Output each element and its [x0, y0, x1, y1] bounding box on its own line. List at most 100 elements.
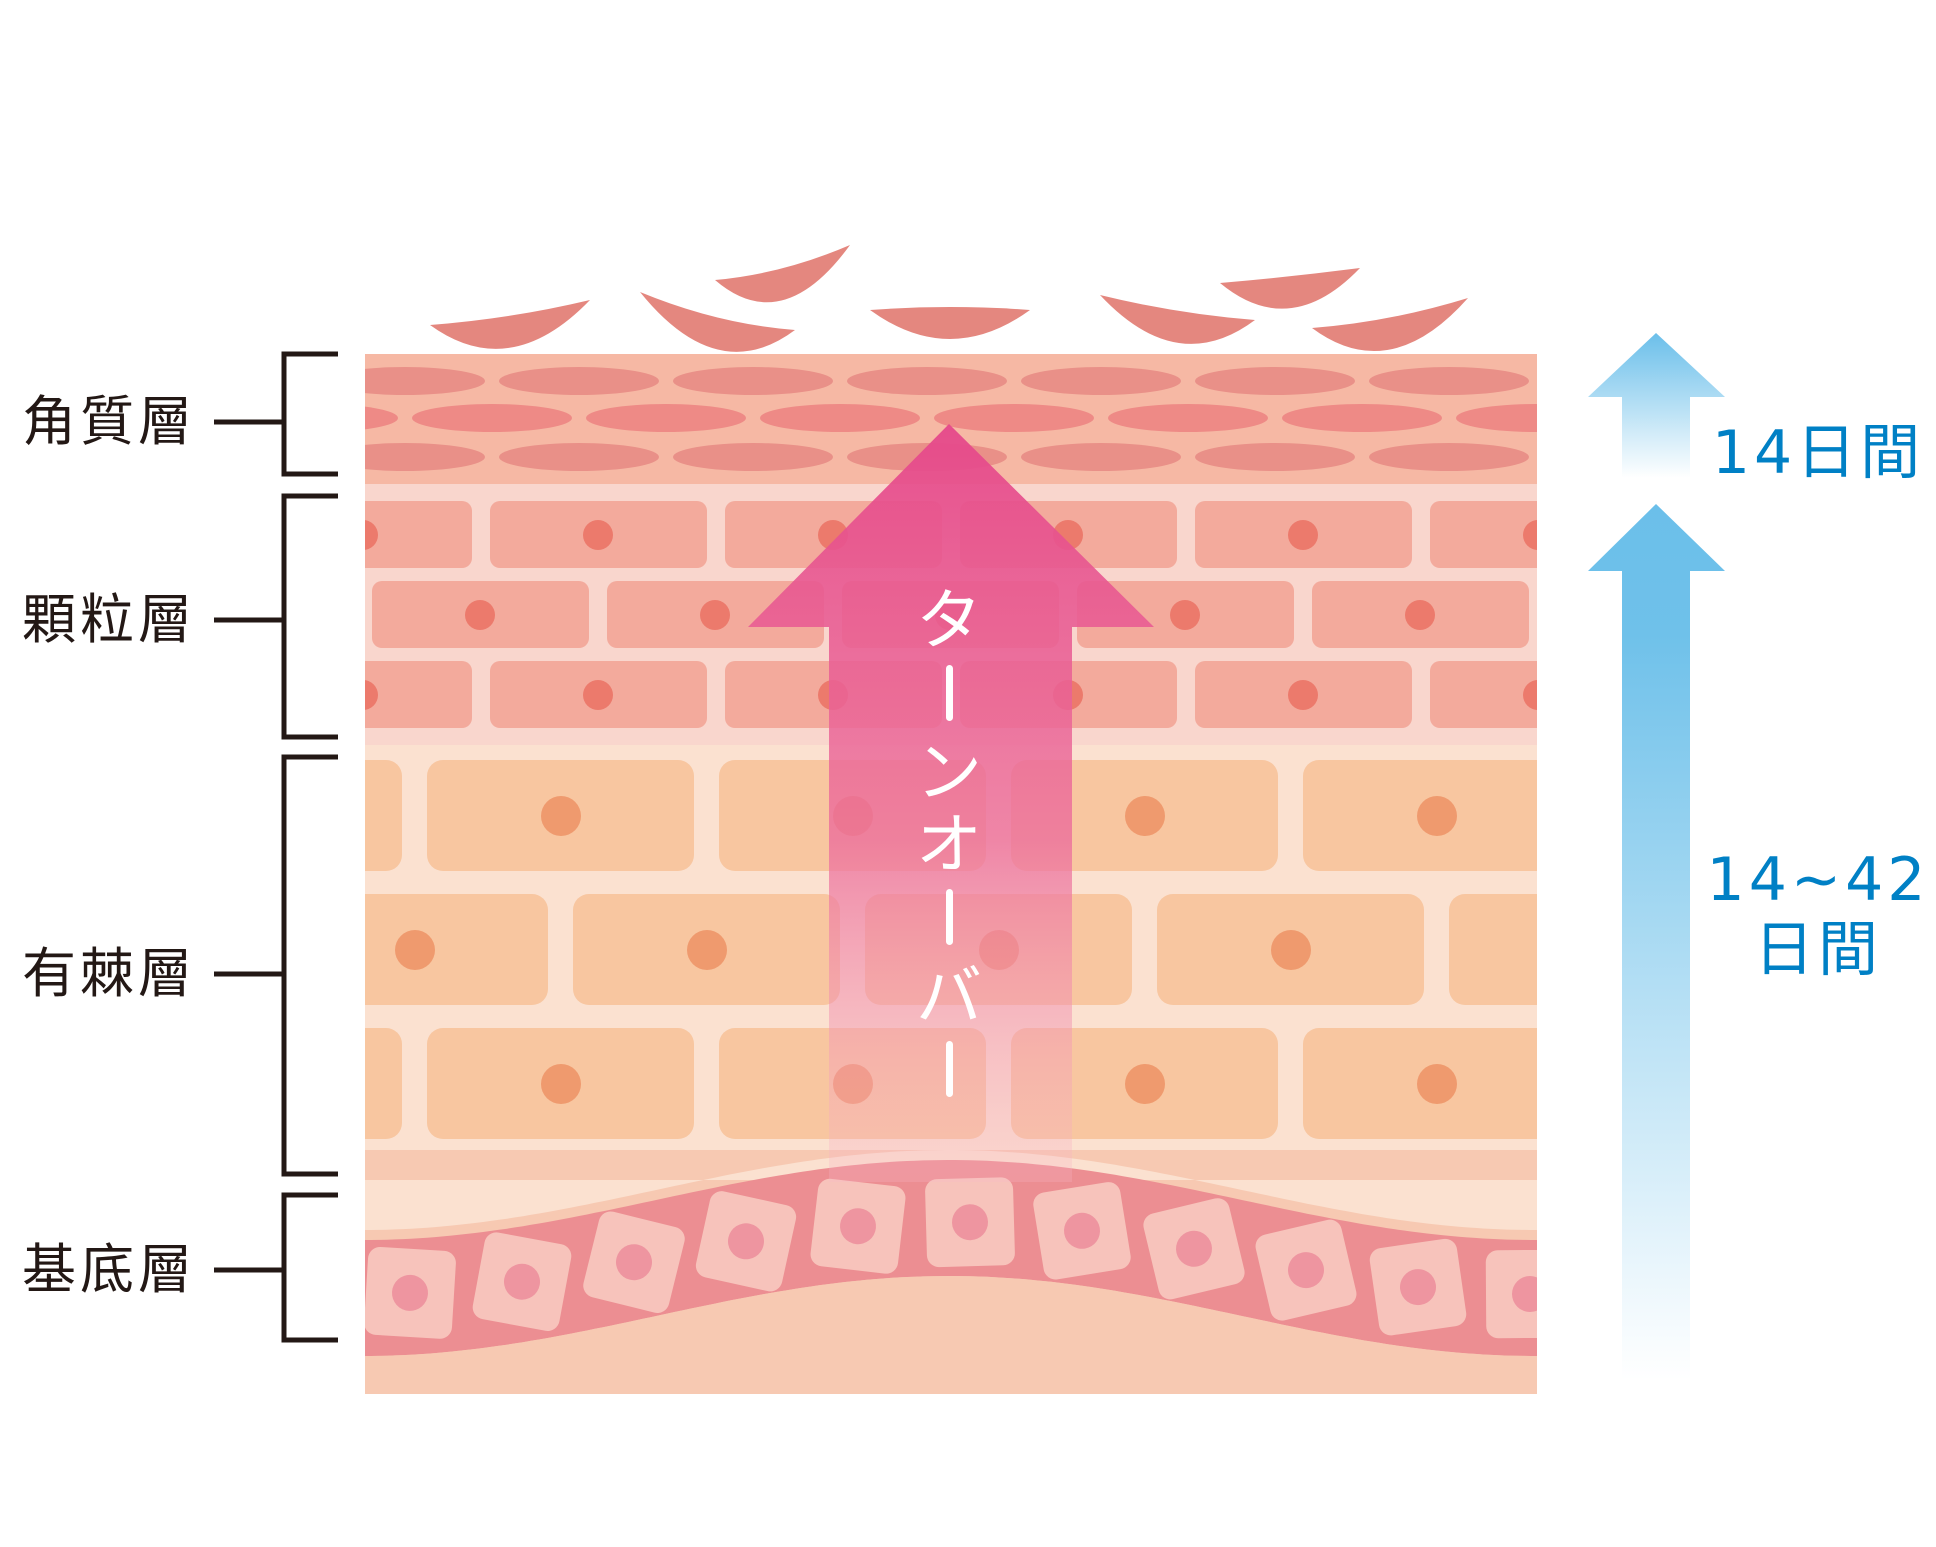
- layer-bracket: [214, 351, 338, 477]
- flake: [430, 300, 590, 349]
- spinous-cell: [1449, 894, 1537, 1005]
- corneum-cell: [1456, 404, 1537, 432]
- spinous-nucleus: [1563, 930, 1603, 970]
- spinous-nucleus: [541, 796, 581, 836]
- duration-lower-line1: 14~42: [1706, 845, 1930, 915]
- granular-nucleus: [1288, 680, 1318, 710]
- granular-nucleus: [230, 600, 260, 630]
- corneum-cell: [365, 367, 485, 395]
- flake: [715, 245, 850, 303]
- basal-nucleus: [616, 1244, 652, 1281]
- basal-nucleus: [504, 1263, 540, 1300]
- granular-nucleus: [465, 600, 495, 630]
- corneum-cell: [1282, 404, 1442, 432]
- layer-bracket: [214, 1192, 338, 1343]
- granular-nucleus: [700, 600, 730, 630]
- granular-nucleus: [1523, 680, 1537, 710]
- spinous-nucleus: [1271, 930, 1311, 970]
- corneum-cell: [1369, 367, 1529, 395]
- corneum-cell: [1108, 404, 1268, 432]
- corneum-cell: [934, 404, 1094, 432]
- corneum-cell: [847, 367, 1007, 395]
- granular-nucleus: [1405, 600, 1435, 630]
- basal-nucleus: [1288, 1252, 1324, 1289]
- duration-arrow-lower-layers: [1588, 504, 1725, 1380]
- granular-cell: [1430, 501, 1537, 568]
- turnover-arrow: [748, 424, 1154, 1182]
- flake: [870, 307, 1030, 339]
- corneum-cell: [760, 404, 920, 432]
- corneum-cell: [412, 404, 572, 432]
- spinous-nucleus: [1417, 1064, 1457, 1104]
- spinous-cell: [365, 760, 402, 871]
- granular-cell: [365, 661, 472, 728]
- basal-cell-group: [1485, 1249, 1537, 1339]
- granular-nucleus: [1170, 600, 1200, 630]
- spinous-cell: [365, 894, 548, 1005]
- basal-cell-group: [1033, 1182, 1131, 1280]
- corneum-cell: [1021, 367, 1181, 395]
- basal-cell-group: [1369, 1238, 1467, 1336]
- corneum-cell: [365, 406, 398, 430]
- shedding-flakes: [430, 245, 1468, 352]
- turnover-char: オ: [916, 806, 982, 883]
- corneum-cell: [586, 404, 746, 432]
- corneum-cell: [1021, 443, 1181, 471]
- granular-nucleus: [365, 520, 378, 550]
- layer-bracket: [214, 493, 338, 740]
- granular-nucleus: [1523, 520, 1537, 550]
- duration-lower-line2: 日間: [1754, 915, 1882, 985]
- spinous-nucleus: [687, 930, 727, 970]
- corneum-cell: [1369, 443, 1529, 471]
- basal-nucleus: [1176, 1230, 1212, 1267]
- basal-nucleus: [1512, 1276, 1537, 1312]
- basal-cell-group: [925, 1177, 1015, 1268]
- basal-nucleus: [840, 1208, 876, 1245]
- turnover-char: ン: [916, 734, 982, 811]
- spinous-cell: [365, 1028, 402, 1139]
- turnover-char-dash: [909, 1041, 989, 1113]
- flake: [1220, 268, 1360, 309]
- corneum-cell: [365, 443, 485, 471]
- granular-nucleus: [583, 680, 613, 710]
- granular-nucleus: [365, 680, 378, 710]
- corneum-cell: [1195, 367, 1355, 395]
- duration-arrow-corneum: [1588, 333, 1725, 478]
- duration-corneum: 14日間: [1711, 418, 1925, 488]
- granular-cell: [1430, 661, 1537, 728]
- turnover-char: タ: [916, 582, 982, 659]
- layer-bracket: [214, 754, 338, 1177]
- basal-nucleus: [392, 1274, 428, 1311]
- spinous-nucleus: [541, 1064, 581, 1104]
- flake: [1100, 295, 1255, 344]
- basal-cell-group: [810, 1178, 906, 1274]
- basal-nucleus: [1400, 1269, 1436, 1306]
- turnover-label: タ ン オ バ: [909, 585, 989, 1113]
- basal-cell-group: [695, 1191, 797, 1292]
- label-stratum-corneum: 角質層: [22, 390, 196, 453]
- basal-nucleus: [728, 1223, 764, 1260]
- granular-cell: [365, 501, 472, 568]
- corneum-cell: [673, 367, 833, 395]
- dermis: [365, 1276, 1537, 1394]
- turnover-char-dash: [909, 889, 989, 961]
- spinous-nucleus: [395, 930, 435, 970]
- flake: [1312, 298, 1468, 352]
- basal-cell-group: [472, 1232, 572, 1331]
- turnover-char-dash: [909, 665, 989, 737]
- basal-nucleus: [952, 1204, 988, 1241]
- corneum-cell: [499, 443, 659, 471]
- spinous-nucleus: [1417, 796, 1457, 836]
- spinous-nucleus: [1125, 796, 1165, 836]
- corneum-cell: [499, 367, 659, 395]
- basal-cell-group: [1143, 1198, 1245, 1300]
- turnover-char: バ: [916, 958, 982, 1035]
- basal-nucleus: [1064, 1212, 1100, 1249]
- spinous-nucleus: [1125, 1064, 1165, 1104]
- basal-cell-group: [365, 1247, 456, 1339]
- basal-cell-group: [583, 1211, 685, 1313]
- granular-nucleus: [1288, 520, 1318, 550]
- corneum-cell: [1195, 443, 1355, 471]
- granular-nucleus: [583, 520, 613, 550]
